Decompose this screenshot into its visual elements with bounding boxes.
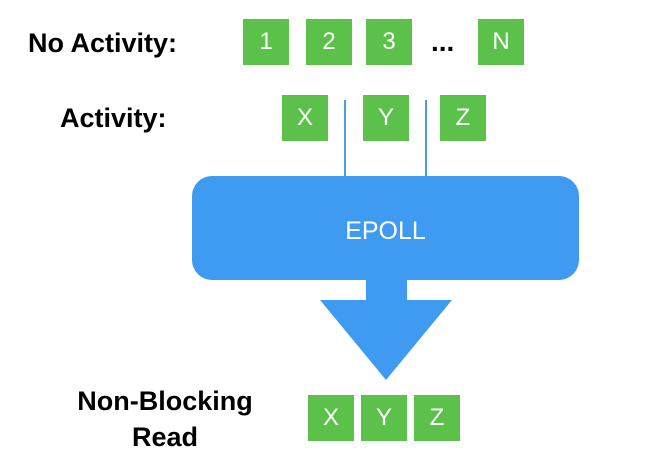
no-activity-ellipsis: ... [431, 26, 455, 57]
result-box-z: Z [414, 395, 460, 441]
activity-label: Activity: [60, 103, 167, 133]
result-box-x: X [308, 395, 354, 441]
arrow-head [320, 300, 452, 380]
epoll-label: EPOLL [345, 217, 426, 245]
arrow-shaft [366, 272, 407, 302]
non-blocking-label-line1: Non-Blocking [77, 386, 253, 416]
activity-box-x: X [282, 95, 328, 141]
non-blocking-label-line2: Read [131, 422, 199, 452]
activity-box-z: Z [440, 95, 486, 141]
epoll-box [192, 176, 579, 280]
no-activity-box-2: 2 [306, 19, 352, 65]
no-activity-box-3: 3 [366, 19, 412, 65]
activity-box-y: Y [363, 95, 409, 141]
no-activity-label: No Activity: [28, 28, 178, 58]
no-activity-box-1: 1 [243, 19, 289, 65]
no-activity-box-n: N [478, 19, 524, 65]
result-box-y: Y [361, 395, 407, 441]
